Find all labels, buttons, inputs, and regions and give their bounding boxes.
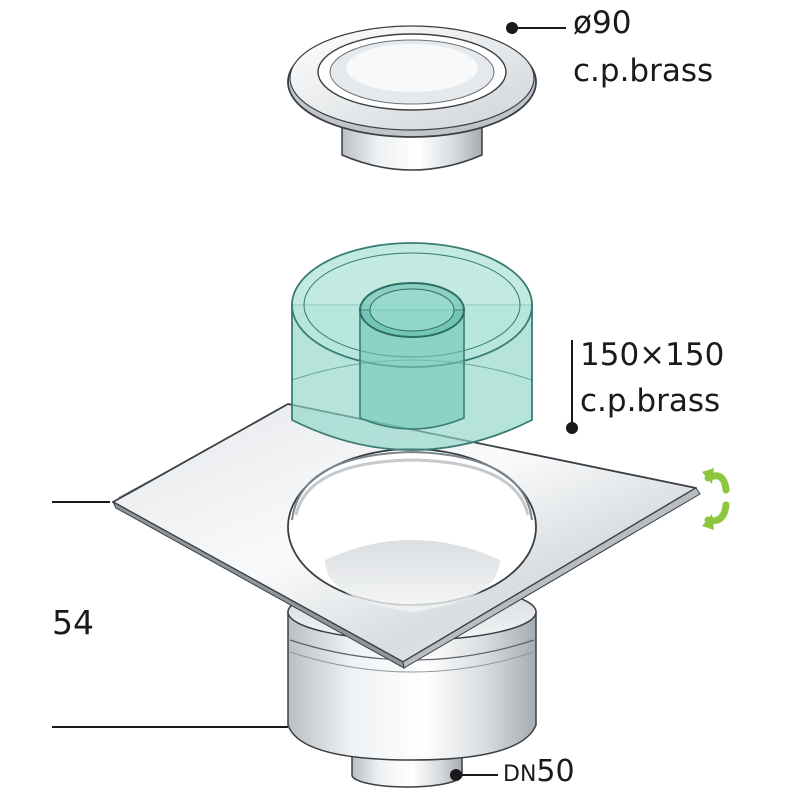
callout-outlet [450,769,498,781]
callout-plate [566,340,578,434]
cap-material-label: c.p.brass [573,53,714,89]
callout-cap [506,22,566,34]
outlet-size-label: DN50 [503,757,575,787]
outlet-dn-value: 50 [536,754,575,789]
height-dimension-label: 54 [52,603,94,642]
cap-size-label: ø90 [573,5,632,41]
seal-insert [291,242,533,451]
cap-grate [287,25,537,171]
rotate-arrows-icon [702,468,730,530]
plate-size-label: 150×150 [580,337,725,373]
plate-material-label: c.p.brass [580,383,721,419]
square-plate [111,403,701,669]
outlet-dn-prefix: DN [503,762,537,787]
